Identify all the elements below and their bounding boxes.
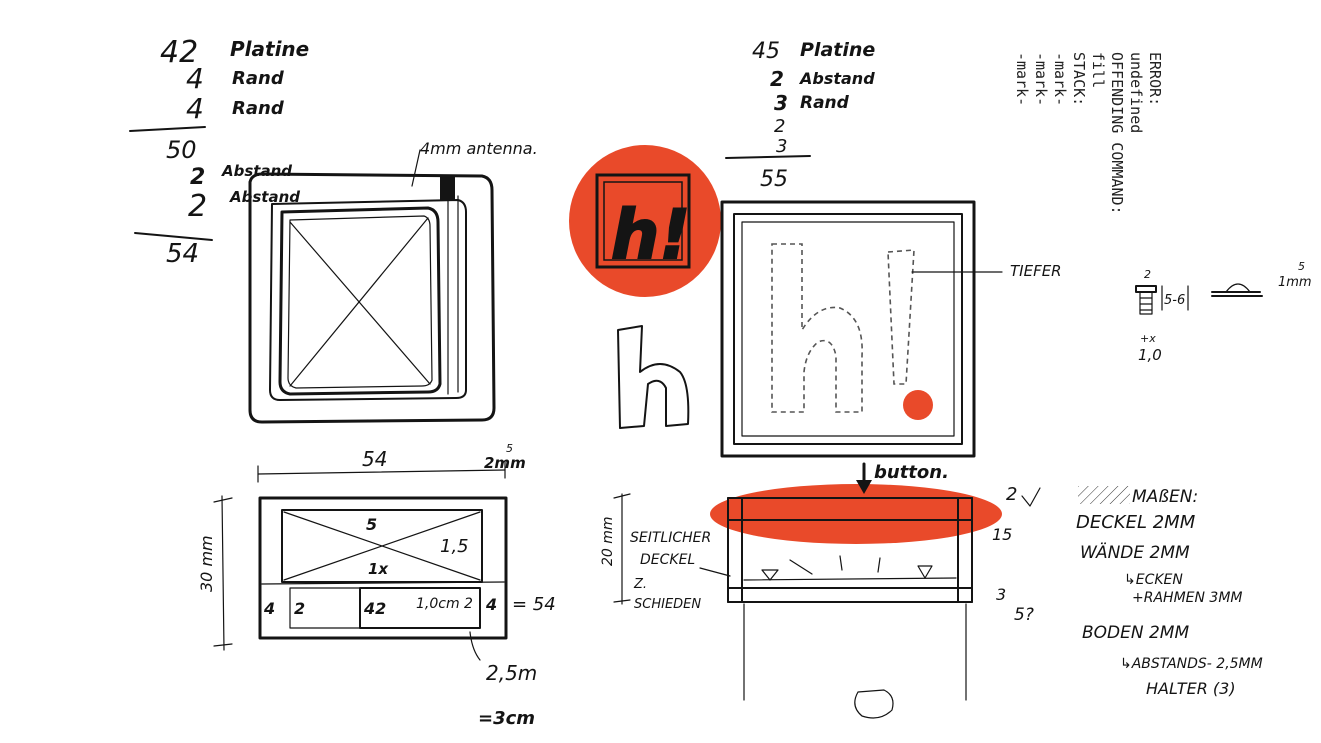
sum-right-num-5: 3	[776, 136, 787, 157]
section-inner-right: 1,5	[440, 536, 469, 557]
notes-line-5: BODEN 2MM	[1082, 623, 1189, 643]
section-25: 2,5m	[486, 661, 537, 685]
sum-left-num-3: 4	[186, 92, 204, 125]
sum-left-num-5: 2	[188, 189, 207, 224]
sum-right-num-4: 2	[774, 116, 785, 137]
sum-left-label-2: Rand	[232, 68, 285, 89]
antenna-block	[440, 176, 455, 200]
sum-right-label-2: Abstand	[798, 69, 875, 88]
sum-left-label-3: Rand	[232, 98, 285, 119]
section-height-label: 30 mm	[197, 535, 216, 592]
sum-left-rule-2	[134, 232, 213, 241]
sum-right-num-3: 3	[774, 91, 788, 115]
sum-left-num-4: 2	[190, 165, 205, 190]
sum-list-right: 45 Platine 2 Abstand 3 Rand 2 3 55	[725, 39, 875, 192]
sum-left-subtotal: 50	[166, 136, 197, 164]
error-line-4: fill	[1089, 52, 1107, 88]
antenna-annotation: 4mm antenna.	[411, 139, 538, 187]
section-1x: 1x	[368, 560, 389, 578]
sum-right-num-2: 2	[770, 67, 784, 91]
hatched-h-glyph	[617, 325, 690, 429]
screw-detail: 2 5-6 5 1mm +x 1,0	[1135, 260, 1312, 364]
sum-left-label-5: Abstand	[229, 188, 300, 206]
notes-heading: MAßEN:	[1132, 487, 1198, 507]
box-top-view	[248, 172, 496, 424]
sum-left-num-2: 4	[186, 62, 204, 95]
sum-left-num-1: 42	[160, 35, 198, 70]
error-line-8: -mark-	[1013, 52, 1031, 106]
screw-range: 5-6	[1164, 293, 1185, 308]
screw-bottom: 1,0	[1138, 346, 1162, 364]
notes-line-1: DECKEL 2MM	[1076, 512, 1196, 533]
section-1cm: 1,0cm 2	[416, 596, 473, 612]
section-42: 42	[363, 599, 386, 618]
right-5: 5?	[1014, 605, 1034, 625]
side-label-4: SCHIEDEN	[634, 597, 701, 612]
right-2: 2	[1006, 484, 1017, 505]
button-label: button.	[874, 462, 949, 483]
dimension-notes: MAßEN: DECKEL 2MM WÄNDE 2MM ↳ECKEN +RAHM…	[1076, 486, 1263, 698]
notes-line-6: ↳ABSTANDS- 2,5MM	[1120, 656, 1263, 672]
right-15: 15	[992, 525, 1012, 544]
logo-text: h!	[611, 196, 690, 275]
section-width-label: 54	[362, 447, 387, 471]
notes-line-3: ↳ECKEN	[1124, 572, 1183, 588]
section-view-left: 54 30 mm 2mm 5 1,5 5 1x 4 2 42 1,0cm 2 4…	[197, 442, 556, 729]
screw-top: 2	[1144, 268, 1151, 281]
section-topright-sup: 5	[506, 442, 513, 455]
frame-front-view: TIEFER	[720, 200, 1062, 458]
error-line-3: OFFENDING COMMAND:	[1108, 52, 1126, 215]
error-line-7: -mark-	[1032, 52, 1050, 106]
notes-line-7: HALTER (3)	[1146, 679, 1236, 698]
section-3cm: =3cm	[478, 708, 535, 729]
sum-right-rule	[725, 155, 811, 159]
section-topright: 2mm	[484, 454, 526, 472]
sum-right-num-1: 45	[752, 39, 780, 64]
sum-left-label-4: Abstand	[221, 162, 292, 180]
section-x: 5	[366, 515, 377, 534]
sum-right-total: 55	[760, 167, 788, 192]
screw-right: 1mm	[1278, 275, 1312, 290]
screw-bottom-small: +x	[1140, 332, 1156, 345]
error-line-2: undefined	[1127, 52, 1145, 133]
notes-line-2: WÄNDE 2MM	[1080, 542, 1190, 563]
side-label-1: SEITLICHER	[630, 530, 711, 546]
sum-right-label-3: Rand	[800, 93, 850, 113]
antenna-label: 4mm antenna.	[420, 139, 538, 158]
frame-dot	[903, 390, 933, 420]
sum-list-left: 42 Platine 4 Rand 4 Rand 50 2 Abstand 2 …	[129, 35, 309, 269]
side-label-2: DECKEL	[640, 552, 695, 568]
sum-right-label-1: Platine	[800, 39, 875, 61]
section-4-right: 4	[485, 595, 497, 614]
error-line-6: -mark-	[1051, 52, 1069, 106]
section-equals: = 54	[512, 594, 556, 615]
sum-left-total: 54	[166, 239, 199, 269]
tiefer-label: TIEFER	[1010, 262, 1062, 280]
notes-line-4: +RAHMEN 3MM	[1132, 590, 1242, 606]
logo-badge: h!	[569, 145, 721, 297]
error-block: ERROR: undefined OFFENDING COMMAND: fill…	[1013, 52, 1164, 215]
sum-left-rule-1	[129, 126, 206, 132]
right-3: 3	[996, 585, 1006, 604]
logo-circle	[569, 145, 721, 297]
error-line-5: STACK:	[1070, 52, 1088, 106]
section-2: 2	[294, 599, 305, 618]
side-label-3: Z.	[633, 577, 647, 592]
screw-right-sup: 5	[1298, 260, 1305, 273]
error-line-1: ERROR:	[1146, 52, 1164, 106]
sum-left-label-1: Platine	[230, 37, 309, 61]
side-height-label: 20 mm	[600, 516, 616, 566]
section-4-left: 4	[263, 599, 275, 618]
section-view-right: button. 20 mm SEITLICHER DECKEL Z. SCHIE…	[600, 462, 1041, 719]
